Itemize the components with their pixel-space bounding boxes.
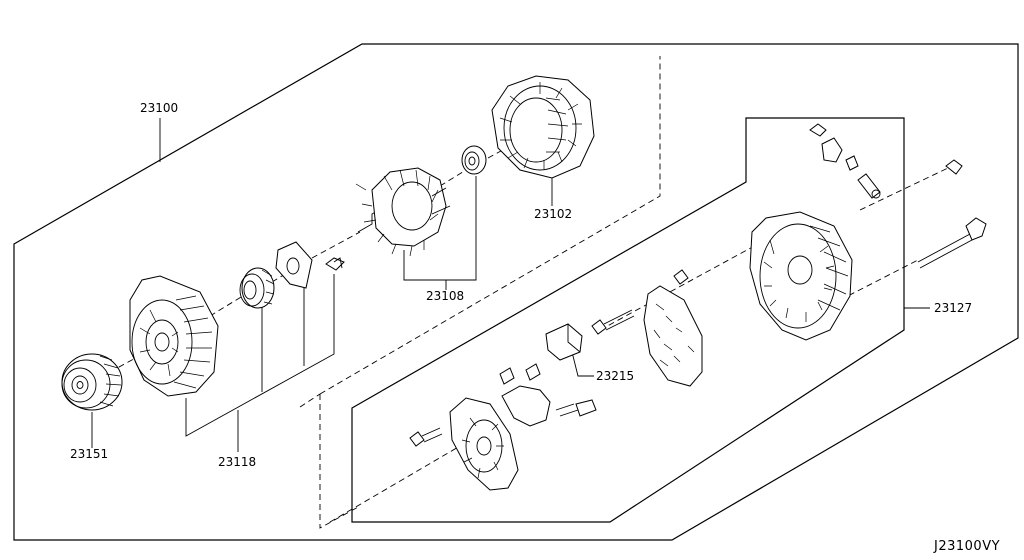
front-bracket-drawing — [129, 275, 219, 397]
label-23151: 23151 — [70, 447, 108, 461]
rectifier-plate-drawing — [643, 269, 703, 387]
retainer-screw-drawing — [325, 257, 345, 271]
rear-group-outline — [351, 117, 905, 523]
stator-drawing — [491, 75, 595, 179]
label-23215: 23215 — [596, 369, 634, 383]
rear-end-plate-drawing — [449, 397, 519, 491]
pulley-drawing — [61, 353, 123, 411]
label-23118: 23118 — [218, 455, 256, 469]
label-23127: 23127 — [934, 301, 972, 315]
brush-holder-drawing — [499, 363, 597, 427]
through-bolt-drawing — [917, 217, 987, 269]
terminal-parts-drawing — [809, 123, 963, 199]
assembly-outline — [13, 43, 1019, 541]
leader-23118 — [185, 274, 335, 452]
rectifier-bolt-drawing — [591, 309, 635, 335]
end-plate-bolt-drawing — [409, 427, 443, 447]
rotor-stator-group-outline — [299, 56, 661, 529]
label-23108: 23108 — [426, 289, 464, 303]
retainer-plate-drawing — [275, 241, 313, 289]
regulator-drawing — [545, 323, 583, 361]
rotor-drawing — [355, 167, 451, 257]
front-bearing-drawing — [239, 267, 275, 309]
rear-cover-drawing — [749, 211, 853, 341]
rear-bearing-drawing — [461, 145, 487, 175]
leader-23108 — [403, 176, 477, 290]
diagram-code: J23100VY — [933, 539, 1000, 554]
main-axis-line — [109, 145, 511, 373]
label-23100: 23100 — [140, 101, 178, 115]
label-23102: 23102 — [534, 207, 572, 221]
rear-axis-line — [329, 167, 949, 523]
bolt-axis-line — [839, 259, 919, 301]
leader-23215 — [571, 351, 594, 377]
